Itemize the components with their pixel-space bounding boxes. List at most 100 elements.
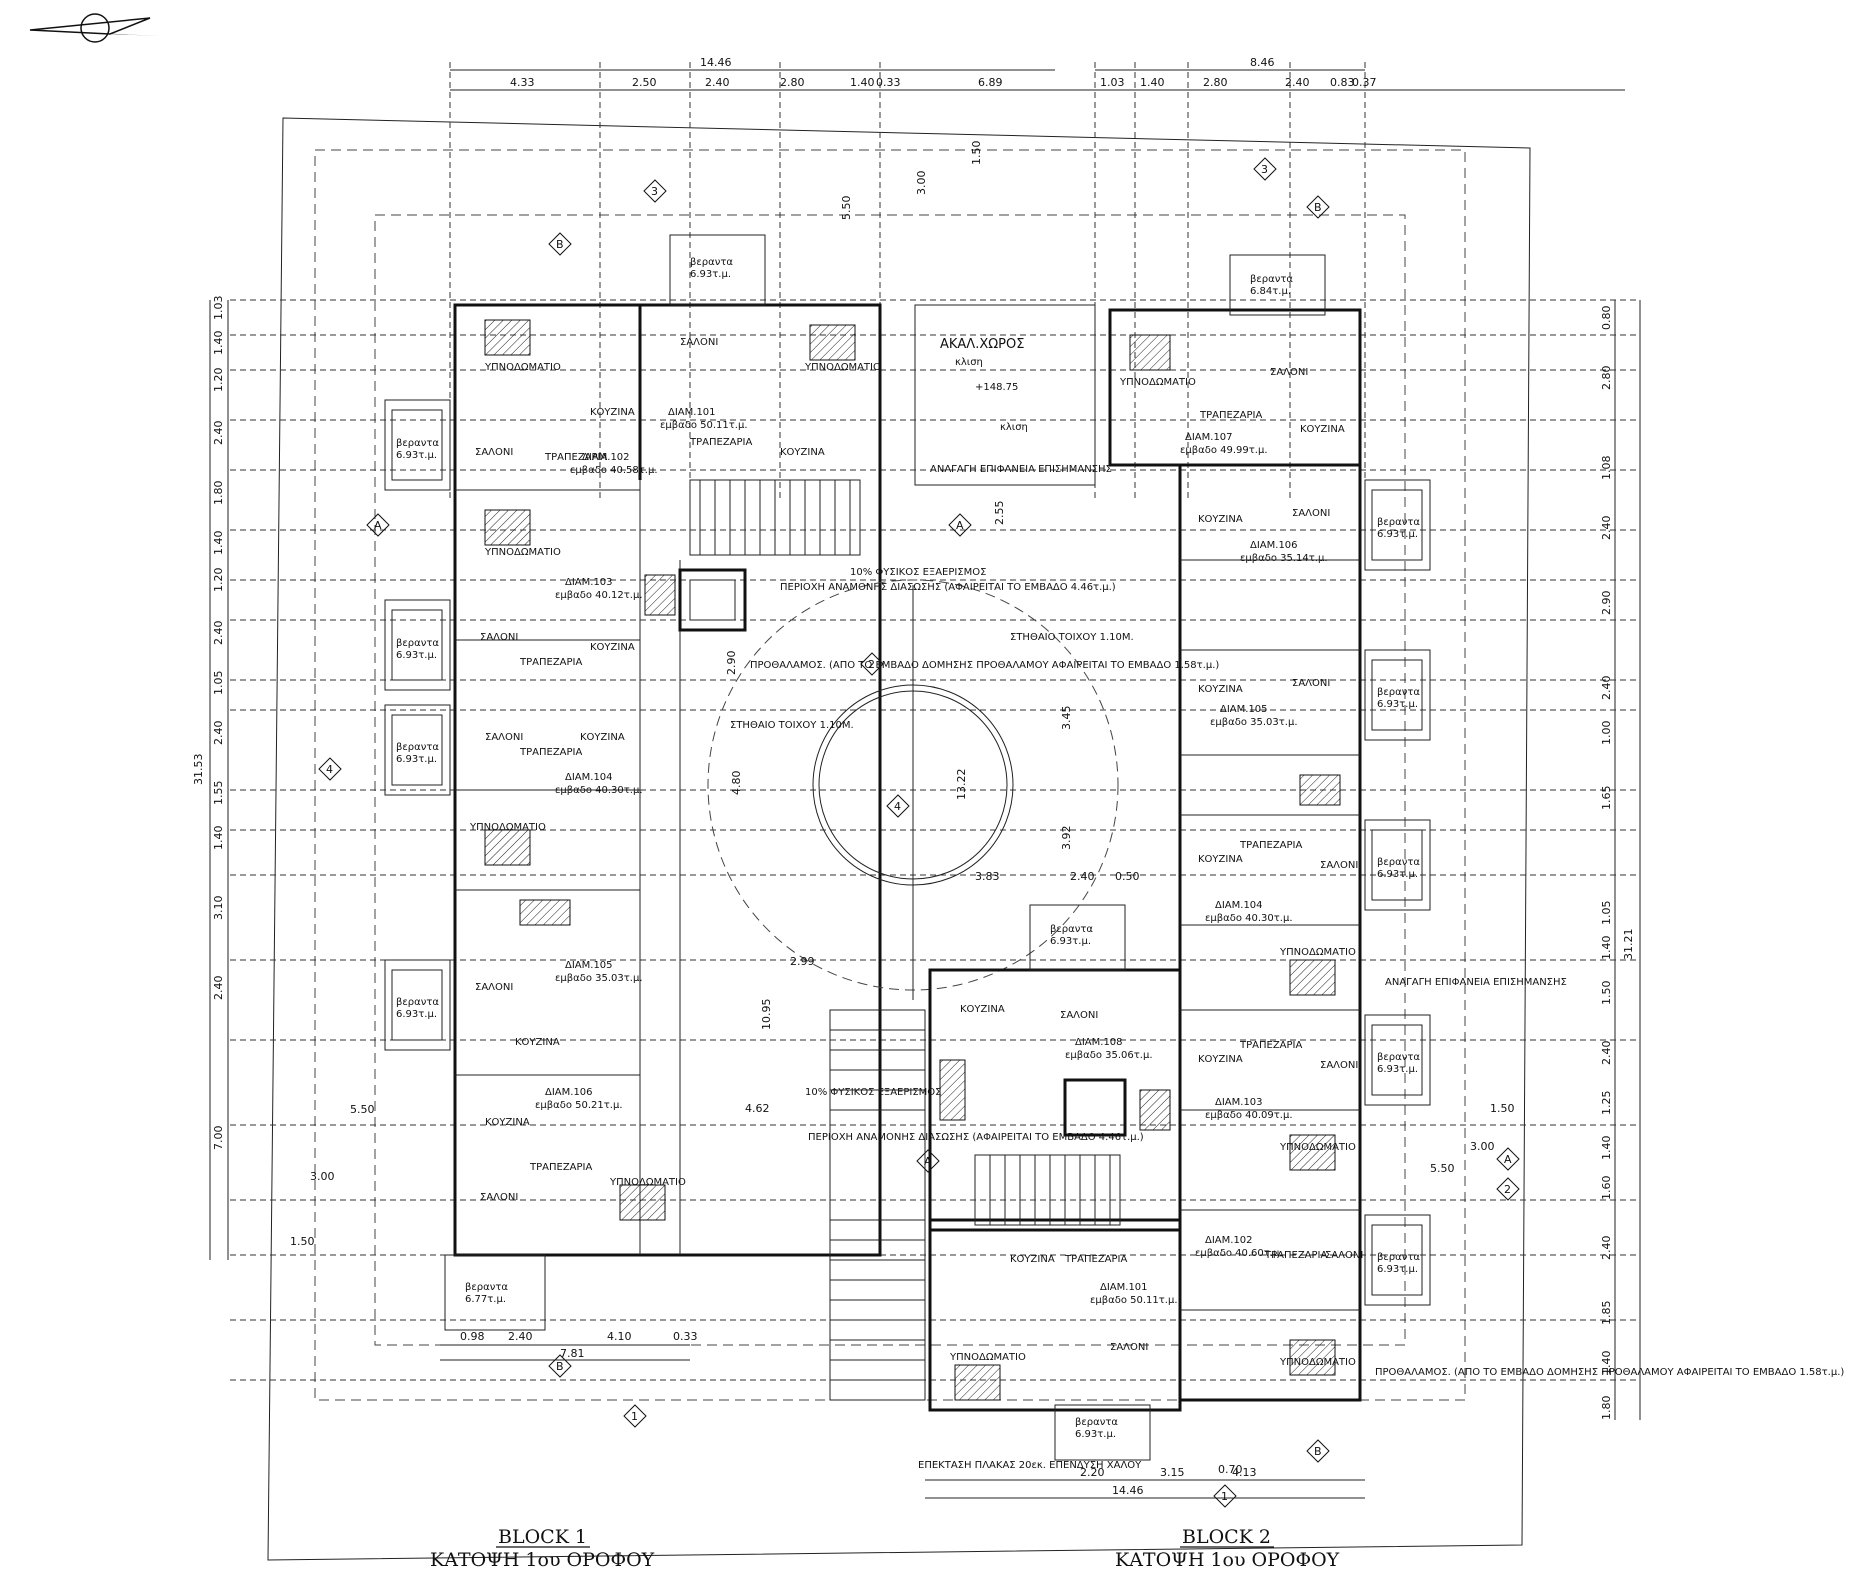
courtyard-slope-1: κλιση — [955, 357, 983, 368]
b1-veranda-label-2: βεραντα — [396, 638, 439, 649]
b1-veranda-area-3: 6.93τ.μ. — [396, 754, 437, 765]
top-dim-mid-total: 6.89 — [978, 76, 1003, 89]
svg-text:1: 1 — [631, 1410, 638, 1423]
svg-text:ΔΙΑΜ.107: ΔΙΑΜ.107 — [1185, 432, 1233, 443]
dim-300-top: 3.00 — [915, 171, 928, 196]
svg-text:2.90: 2.90 — [1600, 591, 1613, 616]
svg-text:ΣΑΛΟΝΙ: ΣΑΛΟΝΙ — [1320, 860, 1358, 871]
left-total-dim: 31.53 — [192, 754, 205, 786]
courtyard-slope-2: κλιση — [1000, 422, 1028, 433]
svg-text:1.85: 1.85 — [1600, 1301, 1613, 1326]
svg-text:ΥΠΝΟΔΩΜΑΤΙΟ: ΥΠΝΟΔΩΜΑΤΙΟ — [1279, 947, 1356, 958]
svg-text:ΚΟΥΖΙΝΑ: ΚΟΥΖΙΝΑ — [1198, 854, 1243, 865]
b1-veranda-area-4: 6.93τ.μ. — [396, 1009, 437, 1020]
top-dimension-chain — [449, 62, 1625, 500]
b2-mid-veranda-area: 6.93τ.μ. — [1050, 936, 1091, 947]
svg-text:ΔΙΑΜ.102: ΔΙΑΜ.102 — [1205, 1235, 1253, 1246]
svg-text:εμβαδο 35.03τ.μ.: εμβαδο 35.03τ.μ. — [555, 973, 643, 984]
courtyard-dim-299: 2.99 — [790, 955, 815, 968]
b1-bed-2 — [809, 324, 856, 361]
svg-text:ΤΡΑΠΕΖΑΡΙΑ: ΤΡΑΠΕΖΑΡΙΑ — [1239, 1040, 1302, 1051]
svg-text:ΥΠΝΟΔΩΜΑΤΙΟ: ΥΠΝΟΔΩΜΑΤΙΟ — [469, 822, 546, 833]
b2-veranda-label-2: βεραντα — [1377, 687, 1420, 698]
svg-text:2.40: 2.40 — [212, 976, 225, 1001]
b2-bottom-veranda-label: βεραντα — [1075, 1417, 1118, 1428]
svg-text:1.08: 1.08 — [1600, 456, 1613, 481]
svg-text:1.05: 1.05 — [1600, 901, 1613, 926]
svg-text:1.20: 1.20 — [212, 368, 225, 393]
grid-marker-1-bottom-right: 1 — [1213, 1484, 1237, 1508]
b1-top-veranda-area: 6.93τ.μ. — [690, 269, 731, 280]
svg-text:A: A — [956, 519, 964, 532]
svg-text:ΚΟΥΖΙΝΑ: ΚΟΥΖΙΝΑ — [1300, 424, 1345, 435]
top-dim-left-total: 14.46 — [700, 56, 732, 69]
svg-text:ΚΟΥΖΙΝΑ: ΚΟΥΖΙΝΑ — [1198, 514, 1243, 525]
courtyard-dim-462: 4.62 — [745, 1102, 770, 1115]
grid-marker-B-top: B — [548, 232, 572, 256]
svg-text:ΣΑΛΟΝΙ: ΣΑΛΟΝΙ — [480, 1192, 518, 1203]
plate-extension-note: ΕΠΕΚΤΑΣΗ ΠΛΑΚΑΣ 20εκ. ΕΠΕΝΔΥΣΗ ΧΑΛΟΥ — [918, 1460, 1142, 1471]
block-2-caption: BLOCK 2 ΚΑΤΟΨΗ 1ου ΟΡΟΦΟΥ — [1115, 1526, 1340, 1571]
svg-text:2.80: 2.80 — [1600, 366, 1613, 391]
svg-text:ΤΡΑΠΕΖΑΡΙΑ: ΤΡΑΠΕΖΑΡΙΑ — [529, 1162, 592, 1173]
b2-bed-4 — [1289, 1339, 1336, 1376]
svg-text:ΤΡΑΠΕΖΑΡΙΑ: ΤΡΑΠΕΖΑΡΙΑ — [1239, 840, 1302, 851]
grid-marker-3-top: 3 — [643, 179, 667, 203]
top-dim-right-1: 1.03 — [1100, 76, 1125, 89]
svg-text:0.80: 0.80 — [1600, 306, 1613, 331]
b2-mid-veranda — [1029, 904, 1126, 971]
b2-veranda-area-4: 6.93τ.μ. — [1377, 1064, 1418, 1075]
svg-text:ΚΟΥΖΙΝΑ: ΚΟΥΖΙΝΑ — [485, 1117, 530, 1128]
grid-marker-B-right: B — [1306, 195, 1330, 219]
svg-text:εμβαδο 35.03τ.μ.: εμβαδο 35.03τ.μ. — [1210, 717, 1298, 728]
svg-text:1.03: 1.03 — [212, 296, 225, 321]
waiting-area-note-1: ΠΕΡΙΟΧΗ ΑΝΑΜΟΝΗΣ ΔΙΑΣΩΣΗΣ (ΑΦΑΙΡΕΙΤΑΙ ΤΟ… — [780, 582, 1116, 593]
block-2-walls — [928, 308, 1362, 1412]
svg-text:ΚΟΥΖΙΝΑ: ΚΟΥΖΙΝΑ — [1010, 1254, 1055, 1265]
svg-text:ΔΙΑΜ.102: ΔΙΑΜ.102 — [582, 452, 630, 463]
svg-text:ΤΡΑΠΕΖΑΡΙΑ: ΤΡΑΠΕΖΑΡΙΑ — [1264, 1250, 1327, 1261]
svg-text:ΔΙΑΜ.105: ΔΙΑΜ.105 — [565, 960, 613, 971]
svg-text:1.60: 1.60 — [1600, 1176, 1613, 1201]
b2-mid-veranda-label: βεραντα — [1050, 924, 1093, 935]
bottom-dim-left-1: 0.98 — [460, 1330, 485, 1343]
svg-text:B: B — [1314, 1445, 1322, 1458]
courtyard-label: ΑΚΑΛ.ΧΩΡΟΣ — [940, 337, 1024, 352]
outdoor-stair — [829, 1009, 926, 1401]
top-dim-left-3: 2.40 — [705, 76, 730, 89]
courtyard-dim-383: 3.83 — [975, 870, 1000, 883]
svg-text:ΚΟΥΖΙΝΑ: ΚΟΥΖΙΝΑ — [580, 732, 625, 743]
dim-300-left: 3.00 — [310, 1170, 335, 1183]
grid-marker-4-center: 4 — [886, 794, 910, 818]
top-dim-right-4: 2.40 — [1285, 76, 1310, 89]
bottom-dim-left-total: 7.81 — [560, 1347, 585, 1360]
b2-bed-2 — [1289, 959, 1336, 996]
svg-text:1.65: 1.65 — [1600, 786, 1613, 811]
block-2-rooms: ΥΠΝΟΔΩΜΑΤΙΟ ΣΑΛΟΝΙ ΤΡΑΠΕΖΑΡΙΑ ΚΟΥΖΙΝΑ ΚΟ… — [949, 367, 1363, 1368]
site-boundary — [267, 117, 1531, 1561]
lift-note-2: ΑΝΑΓΑΓΗ ΕΠΙΦΑΝΕΙΑ ΕΠΙΣΗΜΑΝΣΗΣ — [1385, 977, 1567, 988]
svg-text:2.40: 2.40 — [1600, 1041, 1613, 1066]
b2-bottom-veranda — [1054, 1404, 1151, 1461]
top-dim-left-6: 0.33 — [876, 76, 901, 89]
svg-text:3: 3 — [1261, 163, 1268, 176]
svg-text:ΤΡΑΠΕΖΑΡΙΑ: ΤΡΑΠΕΖΑΡΙΑ — [1199, 410, 1262, 421]
block-1-stairs — [644, 479, 861, 632]
grid-marker-A-mid: A — [948, 513, 972, 537]
bottom-dim-left-4: 0.33 — [673, 1330, 698, 1343]
b2-veranda-label-5: βεραντα — [1377, 1252, 1420, 1263]
svg-text:ΔΙΑΜ.105: ΔΙΑΜ.105 — [1220, 704, 1268, 715]
svg-text:ΣΑΛΟΝΙ: ΣΑΛΟΝΙ — [480, 632, 518, 643]
courtyard-wall-note-right: ΣΤΗΘΑΙΟ ΤΟΙΧΟΥ 1.10Μ. — [1010, 632, 1134, 643]
svg-text:ΔΙΑΜ.106: ΔΙΑΜ.106 — [1250, 540, 1298, 551]
b2-veranda-label-3: βεραντα — [1377, 857, 1420, 868]
svg-text:1.40: 1.40 — [212, 826, 225, 851]
svg-text:εμβαδο 50.11τ.μ.: εμβαδο 50.11τ.μ. — [660, 420, 748, 431]
courtyard-wall-note-left: ΣΤΗΘΑΙΟ ΤΟΙΧΟΥ 1.10Μ. — [730, 720, 854, 731]
grid-marker-2-mid: 2 — [860, 652, 884, 676]
svg-text:ΣΑΛΟΝΙ: ΣΑΛΟΝΙ — [1325, 1250, 1363, 1261]
svg-text:1.40: 1.40 — [212, 531, 225, 556]
svg-text:ΣΑΛΟΝΙ: ΣΑΛΟΝΙ — [1292, 508, 1330, 519]
svg-text:ΥΠΝΟΔΩΜΑΤΙΟ: ΥΠΝΟΔΩΜΑΤΙΟ — [1119, 377, 1196, 388]
dim-550-right: 5.50 — [1430, 1162, 1455, 1175]
